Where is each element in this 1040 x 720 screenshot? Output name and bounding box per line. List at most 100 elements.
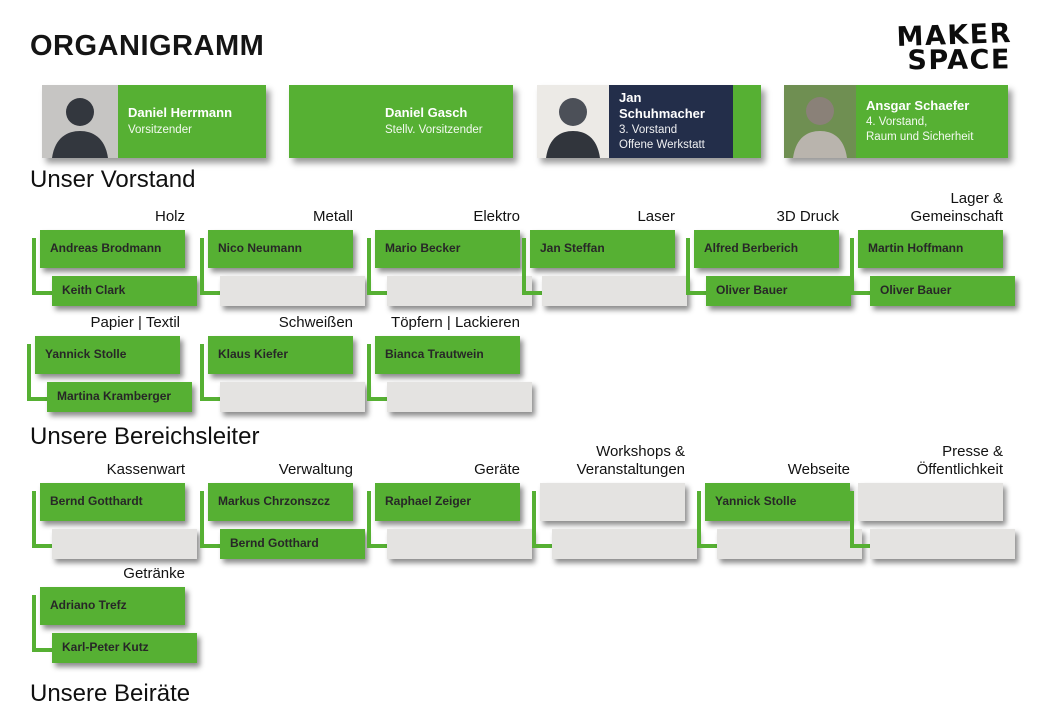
member-box: Markus Chrzonszcz <box>208 483 353 521</box>
dept-label: Kassenwart <box>106 461 185 478</box>
member-box <box>870 529 1015 559</box>
dept-label: 3D Druck <box>776 208 839 225</box>
member-box: Raphael Zeiger <box>375 483 520 521</box>
dept-label: Elektro <box>473 208 520 225</box>
dept-group-holz: Holz Andreas Brodmann Keith Clark <box>30 208 197 306</box>
member-box: Bianca Trautwein <box>375 336 520 374</box>
board-name: Daniel Herrmann <box>128 105 233 121</box>
connector-line <box>32 238 54 295</box>
dept-group-kassenwart: Kassenwart Bernd Gotthardt <box>30 461 197 559</box>
photo-ansgar-schaefer <box>784 85 856 158</box>
dept-label: Presse & Öffentlichkeit <box>916 443 1003 478</box>
board-card-text: Daniel Gasch Stellv. Vorsitzender <box>375 85 493 158</box>
connector-line <box>522 238 544 295</box>
connector-line <box>850 491 872 548</box>
section-heading-vorstand: Unser Vorstand <box>30 166 196 193</box>
connector-line <box>32 595 54 652</box>
connector-line <box>27 344 49 401</box>
member-box <box>220 382 365 412</box>
connector-line <box>697 491 719 548</box>
connector-line <box>367 238 389 295</box>
board-role: Vorsitzender <box>128 123 192 136</box>
dept-group-schweissen: Schweißen Klaus Kiefer <box>198 314 365 412</box>
member-box: Yannick Stolle <box>705 483 850 521</box>
photo-jan-schuhmacher <box>537 85 609 158</box>
member-box <box>858 483 1003 521</box>
member-box: Martina Kramberger <box>47 382 192 412</box>
dept-group-verwaltung: Verwaltung Markus Chrzonszcz Bernd Gotth… <box>198 461 365 559</box>
board-card-text: Daniel Herrmann Vorsitzender <box>118 85 242 158</box>
board-card-text: Ansgar Schaefer 4. Vorstand, Raum und Si… <box>856 85 983 158</box>
section-heading-beiraete: Unsere Beiräte <box>30 680 191 707</box>
makerspace-logo: MAKER SPACE <box>896 18 1013 77</box>
dept-group-laser: Laser Jan Steffan <box>520 208 687 306</box>
member-box: Keith Clark <box>52 276 197 306</box>
member-box: Bernd Gotthardt <box>40 483 185 521</box>
dept-group-workshops-veranstaltungen: Workshops & Veranstaltungen <box>530 443 697 559</box>
dept-group-lager-gemeinschaft: Lager & Gemeinschaft Martin Hoffmann Oli… <box>848 190 1015 306</box>
dept-group-elektro: Elektro Mario Becker <box>365 208 532 306</box>
dept-label: Geräte <box>474 461 520 478</box>
dept-label: Verwaltung <box>278 461 353 478</box>
member-box: Nico Neumann <box>208 230 353 268</box>
dept-group-metall: Metall Nico Neumann <box>198 208 365 306</box>
member-box <box>717 529 862 559</box>
connector-line <box>686 238 708 295</box>
dept-label: Laser <box>637 208 675 225</box>
connector-line <box>367 491 389 548</box>
board-card-text: Jan Schuhmacher 3. Vorstand Offene Werks… <box>609 85 733 158</box>
board-role: Stellv. Vorsitzender <box>385 123 483 136</box>
member-box: Yannick Stolle <box>35 336 180 374</box>
connector-line <box>532 491 554 548</box>
board-card-daniel-gasch: Daniel Gasch Stellv. Vorsitzender <box>289 85 513 158</box>
dept-group-toepfern-lackieren: Töpfern | Lackieren Bianca Trautwein <box>365 314 532 412</box>
member-box: Martin Hoffmann <box>858 230 1003 268</box>
connector-line <box>200 238 222 295</box>
member-box <box>540 483 685 521</box>
board-role: 4. Vorstand, Raum und Sicherheit <box>866 116 974 144</box>
member-box: Klaus Kiefer <box>208 336 353 374</box>
dept-label: Metall <box>312 208 353 225</box>
dept-group-geraete: Geräte Raphael Zeiger <box>365 461 532 559</box>
dept-group-3d-druck: 3D Druck Alfred Berberich Oliver Bauer <box>684 208 851 306</box>
member-box <box>52 529 197 559</box>
board-card-ansgar-schaefer: Ansgar Schaefer 4. Vorstand, Raum und Si… <box>784 85 1008 158</box>
board-role: 3. Vorstand Offene Werkstatt <box>619 124 705 152</box>
connector-line <box>32 491 54 548</box>
board-name: Daniel Gasch <box>385 105 468 121</box>
dept-label: Schweißen <box>278 314 353 331</box>
member-box: Mario Becker <box>375 230 520 268</box>
dept-label: Papier | Textil <box>90 314 181 331</box>
board-name: Jan Schuhmacher <box>619 89 705 121</box>
board-card-jan-schuhmacher: Jan Schuhmacher 3. Vorstand Offene Werks… <box>537 85 761 158</box>
dept-label: Getränke <box>123 565 185 582</box>
section-heading-bereichsleiter: Unsere Bereichsleiter <box>30 423 260 450</box>
member-box <box>387 276 532 306</box>
dept-group-papier-textil: Papier | Textil Yannick Stolle Martina K… <box>25 314 192 412</box>
member-box: Oliver Bauer <box>870 276 1015 306</box>
connector-line <box>367 344 389 401</box>
logo-line-2: SPACE <box>906 44 1011 77</box>
member-box <box>552 529 697 559</box>
page-title: ORGANIGRAMM <box>30 30 265 62</box>
photo-daniel-herrmann <box>42 85 118 158</box>
member-box: Alfred Berberich <box>694 230 839 268</box>
dept-label: Holz <box>154 208 185 225</box>
dept-label: Lager & Gemeinschaft <box>910 190 1003 225</box>
member-box: Adriano Trefz <box>40 587 185 625</box>
member-box: Bernd Gotthard <box>220 529 365 559</box>
member-box: Jan Steffan <box>530 230 675 268</box>
dept-group-getraenke: Getränke Adriano Trefz Karl-Peter Kutz <box>30 565 197 663</box>
board-name: Ansgar Schaefer <box>866 97 970 113</box>
dept-label: Töpfern | Lackieren <box>391 314 520 331</box>
connector-line <box>850 238 872 295</box>
dept-label: Webseite <box>787 461 850 478</box>
connector-line <box>200 344 222 401</box>
member-box <box>220 276 365 306</box>
board-card-daniel-herrmann: Daniel Herrmann Vorsitzender <box>42 85 266 158</box>
dept-group-webseite: Webseite Yannick Stolle <box>695 461 862 559</box>
member-box <box>542 276 687 306</box>
member-box <box>387 382 532 412</box>
connector-line <box>200 491 222 548</box>
